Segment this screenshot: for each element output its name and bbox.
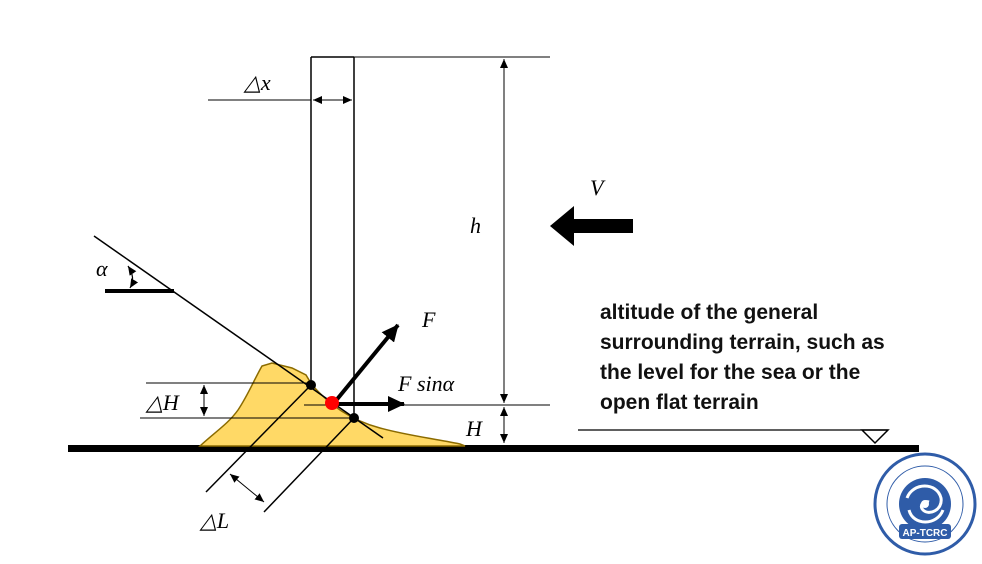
v-label: V xyxy=(590,175,606,200)
terrain-note: altitude of the general surrounding terr… xyxy=(600,298,940,418)
note-line-2: surrounding terrain, such as xyxy=(600,331,885,354)
lower-contact-point xyxy=(349,413,359,423)
dH-label: △H xyxy=(145,390,180,415)
h-label: h xyxy=(470,213,481,238)
note-line-4: open flat terrain xyxy=(600,391,759,414)
dL-dimension-arrow xyxy=(229,473,265,503)
H-label: H xyxy=(465,416,483,441)
f-sin-label: F sinα xyxy=(397,371,455,396)
note-line-3: the level for the sea or the xyxy=(600,361,861,384)
alpha-reference-bar xyxy=(105,289,174,293)
dL-upper-line xyxy=(205,384,312,493)
typhoon-swirl-icon xyxy=(899,478,951,530)
water-level-symbol xyxy=(860,429,890,445)
wind-arrow-head xyxy=(550,206,574,246)
dx-label: △x xyxy=(243,70,271,95)
slope-line xyxy=(93,235,384,439)
dL-lower-line xyxy=(263,417,355,513)
alpha-arc xyxy=(127,265,139,289)
force-f-arrow xyxy=(332,323,400,405)
note-line-1: altitude of the general xyxy=(600,301,819,324)
ap-tcrc-logo: AP-TCRC xyxy=(873,452,977,556)
force-application-point xyxy=(325,396,339,410)
logo-name: AP-TCRC xyxy=(903,528,948,539)
alpha-label: α xyxy=(96,256,108,281)
ground-line xyxy=(68,445,919,452)
f-label: F xyxy=(421,307,436,332)
dL-label: △L xyxy=(199,508,229,533)
upper-contact-point xyxy=(306,380,316,390)
